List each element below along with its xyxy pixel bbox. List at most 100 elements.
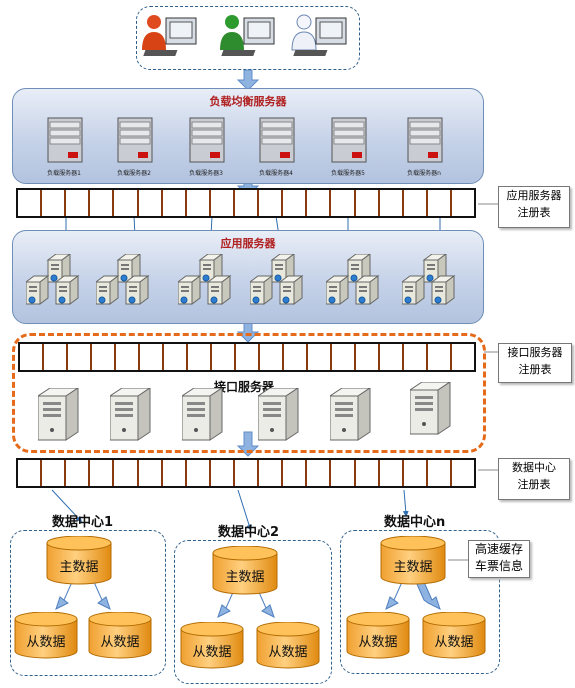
registry-cell <box>356 344 380 370</box>
slave-db-label: 从数据 <box>192 645 232 660</box>
data-center-1-box <box>10 530 166 676</box>
registry-cell <box>116 344 140 370</box>
registry-cell <box>283 460 308 486</box>
slave-db-icon <box>14 612 78 659</box>
registry-cell <box>380 190 404 216</box>
arrow-users-to-lb <box>236 69 260 91</box>
callout-leaders <box>448 203 498 561</box>
registry-cell <box>404 344 428 370</box>
lb-server-label: 负载服务器4 <box>259 170 293 177</box>
dc-registry-callout: 数据中心 注册表 <box>498 458 570 500</box>
master-db-icon <box>46 536 112 585</box>
app-server-cluster-icon <box>178 254 232 305</box>
registry-cell <box>140 344 164 370</box>
registry-cell <box>331 460 356 486</box>
load-balancer-title: 负载均衡服务器 <box>209 95 287 108</box>
slave-db-icon <box>180 622 244 669</box>
registry-cell <box>259 190 284 216</box>
user-computer-red-icon <box>142 15 197 56</box>
rack-server-icon <box>117 117 153 163</box>
registry-cell <box>331 190 356 216</box>
registry-cell <box>428 190 452 216</box>
registry-cell <box>18 460 43 486</box>
registry-cell <box>308 344 332 370</box>
registry-cell <box>44 344 68 370</box>
cache-note-line2: 车票信息 <box>474 559 523 573</box>
master-db-icon <box>212 546 278 595</box>
interface-server-icon <box>410 382 451 435</box>
lb-server-label: 负载服务器5 <box>331 170 365 177</box>
registry-cell <box>139 460 163 486</box>
registry-cell <box>163 460 187 486</box>
lb-server-label: 负载服务器3 <box>189 170 223 177</box>
user-computer-white-icon <box>291 14 347 56</box>
rack-server-icon <box>259 117 295 163</box>
registry-cell <box>139 190 163 216</box>
registry-cell <box>188 344 212 370</box>
master-db-label: 主数据 <box>59 560 99 575</box>
rack-server-icon <box>407 117 443 163</box>
data-center-1-title: 数据中心1 <box>52 515 114 530</box>
app-server-cluster-icon <box>26 254 80 305</box>
registry-cell <box>211 190 235 216</box>
registry-cell <box>428 460 452 486</box>
registry-cell <box>211 460 235 486</box>
registry-cell <box>452 460 474 486</box>
load-balancer-panel: 负载均衡服务器 <box>12 88 484 184</box>
interface-registry-label-line1: 接口服务器 <box>507 346 563 359</box>
registry-cell <box>90 190 115 216</box>
app-registry-label-line2: 注册表 <box>517 206 551 219</box>
lb-server-label: 负载服务器2 <box>117 170 151 177</box>
data-center-n-box <box>340 530 500 674</box>
registry-cell <box>283 190 308 216</box>
interface-server-icon <box>182 388 223 441</box>
master-db-label: 主数据 <box>393 560 433 575</box>
interface-server-title: 接口服务器 <box>214 380 275 394</box>
interface-server-icon <box>110 388 151 441</box>
master-db-icon <box>380 536 446 585</box>
slave-db-label: 从数据 <box>434 635 474 650</box>
registry-cell <box>428 344 452 370</box>
rack-server-icon <box>331 117 367 163</box>
registry-cell <box>356 190 380 216</box>
users-group <box>136 6 360 70</box>
app-server-cluster-icon <box>250 254 304 305</box>
registry-cell <box>404 190 428 216</box>
registry-cell <box>92 344 116 370</box>
cache-note-callout: 高速缓存 车票信息 <box>468 540 530 578</box>
app-server-title: 应用服务器 <box>220 237 276 250</box>
user-computer-green-icon <box>220 15 275 56</box>
slave-db-label: 从数据 <box>268 645 308 660</box>
data-center-2-box <box>174 540 332 684</box>
data-center-n-title: 数据中心n <box>384 515 446 530</box>
registry-cell <box>452 344 474 370</box>
replication-arrows <box>55 581 441 618</box>
registry-cell <box>163 190 187 216</box>
lb-server-label: 负载服务器1 <box>47 170 81 177</box>
registry-cell <box>114 460 139 486</box>
app-server-cluster-icon <box>96 254 150 305</box>
interface-server-group <box>12 333 486 453</box>
registry-cell <box>66 460 91 486</box>
slave-db-icon <box>422 612 486 659</box>
registry-cell <box>68 344 92 370</box>
dc-registry-label-line1: 数据中心 <box>512 461 556 474</box>
slave-db-label: 从数据 <box>100 635 140 650</box>
slave-db-icon <box>88 612 152 659</box>
app-server-registry <box>16 188 476 218</box>
dc-registry-label-line2: 注册表 <box>517 478 551 491</box>
app-server-panel: 应用服务器 <box>12 230 484 324</box>
registry-cell <box>42 190 67 216</box>
registry-cell <box>404 460 428 486</box>
registry-cell <box>452 190 474 216</box>
registry-cell <box>259 460 284 486</box>
app-server-cluster-icon <box>402 254 456 305</box>
registry-cell <box>307 190 332 216</box>
users-icons <box>142 14 347 56</box>
slave-db-label: 从数据 <box>358 635 398 650</box>
slave-db-icon <box>256 622 320 669</box>
registry-cell <box>284 344 308 370</box>
interface-registry-label-line2: 注册表 <box>518 363 552 376</box>
interface-server-icon <box>38 388 79 441</box>
rack-server-icon <box>189 117 225 163</box>
